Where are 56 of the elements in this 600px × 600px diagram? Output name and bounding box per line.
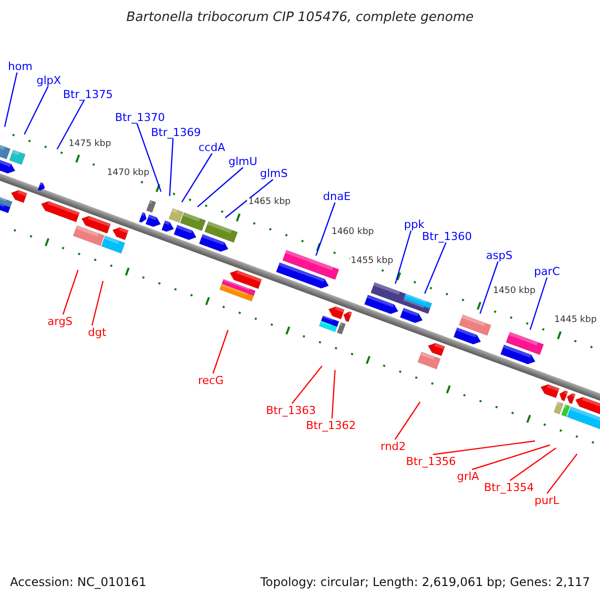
gene-label: glmU — [228, 154, 258, 168]
leader-line — [24, 86, 49, 135]
position-label: 1450 kbp — [492, 286, 536, 296]
gene-label: parC — [534, 264, 560, 278]
gene-label: Btr_1360 — [422, 230, 472, 242]
leader-line — [169, 138, 174, 196]
position-label: 1455 kbp — [350, 257, 394, 266]
leader-line — [394, 402, 420, 440]
position-label: 1465 kbp — [247, 198, 292, 208]
gene-label: glpX — [36, 74, 62, 86]
leader-line — [4, 72, 18, 127]
gene-label: ppk — [404, 218, 424, 230]
position-label: 1470 kbp — [106, 169, 150, 178]
gene-label: hom — [8, 60, 32, 72]
leader-line — [510, 448, 556, 481]
gene-label: glmS — [260, 166, 288, 180]
genome-summary-text: Topology: circular; Length: 2,619,061 bp; Genes: 2,117 — [260, 576, 590, 588]
leader-line — [315, 202, 336, 256]
gene-label: rnd2 — [380, 440, 406, 452]
leader-line — [331, 370, 336, 419]
leader-line — [91, 280, 104, 326]
leader-line — [136, 123, 162, 192]
leader-line — [472, 444, 550, 470]
leader-line — [530, 277, 548, 330]
title: Bartonella tribocorum CIP 105476, complete genome — [125, 11, 475, 24]
gene-label: grlA — [457, 470, 480, 482]
leader-line — [424, 242, 447, 294]
leader-line — [546, 454, 578, 494]
leader-line — [394, 230, 412, 284]
accession-text: Accession: NC_010161 — [10, 576, 146, 588]
gene-label: dnaE — [323, 190, 351, 202]
gene-label: Btr_1354 — [484, 480, 534, 494]
gene-label: purL — [534, 494, 560, 506]
leader-line — [212, 330, 229, 374]
gene-label: Btr_1369 — [151, 126, 201, 138]
gene-label: recG — [198, 374, 224, 386]
position-label: 1475 kbp — [68, 140, 112, 149]
position-label: 1445 kbp — [553, 316, 598, 326]
leader-line — [62, 270, 79, 315]
leader-line — [479, 261, 499, 314]
gene-label: argS — [48, 314, 73, 328]
position-label: 1460 kbp — [330, 228, 375, 237]
gene-label: dgt — [88, 326, 106, 338]
leader-line — [197, 167, 244, 208]
leader-line — [432, 440, 536, 456]
leader-line — [56, 100, 85, 150]
gene-label: aspS — [486, 248, 512, 262]
leader-line — [292, 366, 322, 404]
gene-label: Btr_1356 — [406, 454, 456, 468]
gene-label: Btr_1363 — [266, 404, 316, 416]
gene-label: Btr_1370 — [115, 110, 165, 124]
gene-label: ccdA — [198, 140, 226, 154]
leader-line — [224, 179, 274, 218]
leader-line — [181, 153, 212, 202]
gene-label: Btr_1375 — [63, 88, 113, 100]
gene-label: Btr_1362 — [306, 418, 356, 432]
